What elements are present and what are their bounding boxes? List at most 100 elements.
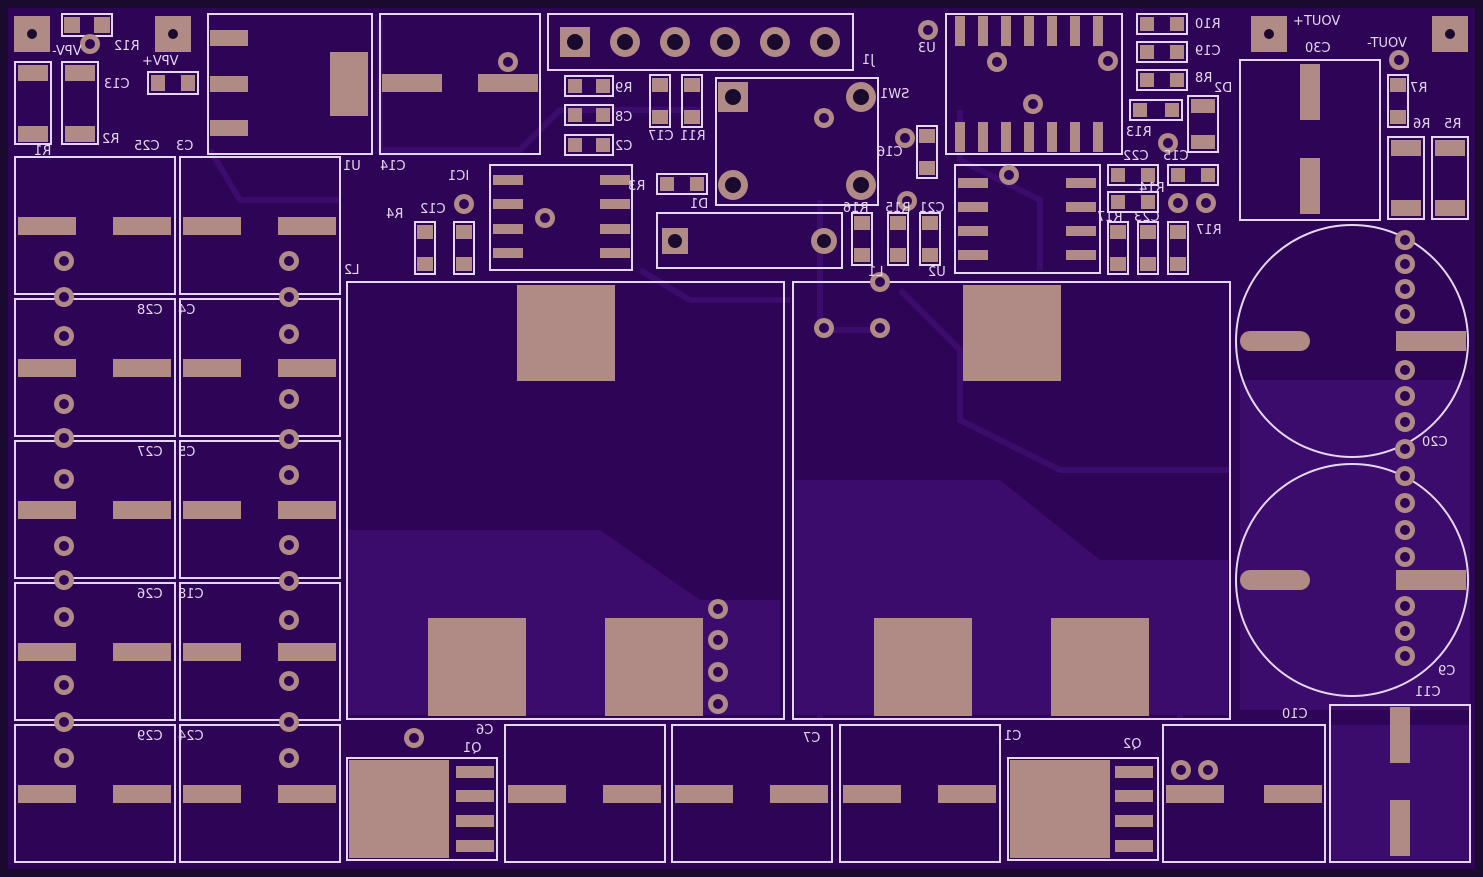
via-hole bbox=[992, 57, 1002, 67]
via-hole bbox=[1400, 417, 1410, 427]
via-hole bbox=[284, 329, 294, 339]
label-c13: C13 bbox=[104, 77, 130, 92]
via-hole bbox=[409, 733, 419, 743]
label-c1: C1 bbox=[1004, 729, 1021, 744]
label-r4: R4 bbox=[386, 207, 403, 222]
label-r17: R17 bbox=[1196, 223, 1222, 238]
via-hole bbox=[503, 57, 513, 67]
via-hole bbox=[1400, 626, 1410, 636]
label-c21: C21 bbox=[919, 201, 945, 216]
via-hole bbox=[284, 434, 294, 444]
via-hole bbox=[540, 213, 550, 223]
via-hole bbox=[1400, 365, 1410, 375]
silkscreen-labels: VPV- VPV+ R12 C13 R1 R2 C25 C3 U1 C14 IC… bbox=[34, 14, 1461, 756]
label-c12: C12 bbox=[420, 202, 446, 217]
label-c22: C22 bbox=[1123, 149, 1149, 164]
label-vpv-minus: VPV- bbox=[52, 44, 82, 59]
via-hole bbox=[284, 394, 294, 404]
label-r3: R3 bbox=[628, 179, 645, 194]
label-c19: C19 bbox=[1195, 44, 1221, 59]
via-hole bbox=[85, 39, 95, 49]
label-c4: C4 bbox=[178, 303, 195, 318]
via-hole bbox=[284, 576, 294, 586]
label-vout-minus: VOUT- bbox=[1367, 36, 1407, 51]
via-hole bbox=[875, 323, 885, 333]
silkscreen-outlines bbox=[14, 13, 1471, 863]
label-sw1: SW1 bbox=[880, 87, 909, 102]
label-r8: R8 bbox=[1195, 71, 1212, 86]
via-hole bbox=[284, 676, 294, 686]
via-hole bbox=[284, 292, 294, 302]
via-hole bbox=[713, 667, 723, 677]
via-hole bbox=[1400, 498, 1410, 508]
via-hole bbox=[59, 433, 69, 443]
label-r10: R10 bbox=[1195, 17, 1221, 32]
label-c9: C9 bbox=[1438, 664, 1455, 679]
label-c20: C20 bbox=[1422, 435, 1448, 450]
label-r7: R7 bbox=[1410, 81, 1427, 96]
through-hole-pads bbox=[27, 27, 1455, 254]
via-hole bbox=[59, 331, 69, 341]
label-r14: R14 bbox=[1139, 181, 1165, 196]
label-l2: L2 bbox=[344, 263, 360, 278]
via-hole bbox=[1203, 765, 1213, 775]
via-hole bbox=[284, 753, 294, 763]
label-c23: C23 bbox=[1134, 210, 1160, 225]
label-r16: R16 bbox=[843, 201, 869, 216]
via-hole bbox=[59, 541, 69, 551]
label-c16: C16 bbox=[877, 145, 903, 160]
via-hole bbox=[459, 199, 469, 209]
label-r9: R9 bbox=[615, 81, 632, 96]
via-hole bbox=[1400, 235, 1410, 245]
via-hole bbox=[1176, 765, 1186, 775]
via-hole bbox=[1400, 601, 1410, 611]
label-c29: C29 bbox=[137, 729, 163, 744]
via-hole bbox=[1201, 198, 1211, 208]
label-r2: R2 bbox=[102, 132, 119, 147]
label-c15: C15 bbox=[1163, 149, 1189, 164]
label-u3: U3 bbox=[918, 41, 936, 56]
via-hole bbox=[284, 615, 294, 625]
label-r6: R6 bbox=[1413, 117, 1430, 132]
via-hole bbox=[902, 196, 912, 206]
label-c8-top: C8 bbox=[615, 110, 632, 125]
via-hole bbox=[713, 604, 723, 614]
label-j1: J1 bbox=[862, 53, 875, 68]
label-c7: C7 bbox=[803, 731, 820, 746]
via-hole bbox=[59, 292, 69, 302]
via-hole bbox=[1400, 471, 1410, 481]
via-hole bbox=[713, 699, 723, 709]
vias bbox=[54, 20, 1415, 780]
via-hole bbox=[284, 470, 294, 480]
via-hole bbox=[1400, 651, 1410, 661]
label-ic1: IC1 bbox=[448, 169, 469, 184]
label-u2: U2 bbox=[928, 265, 946, 280]
via-hole bbox=[1004, 170, 1014, 180]
via-hole bbox=[1103, 56, 1113, 66]
via-hole bbox=[59, 575, 69, 585]
via-hole bbox=[59, 474, 69, 484]
label-c27: C27 bbox=[137, 445, 163, 460]
label-d1: D1 bbox=[690, 197, 708, 212]
label-c25: C25 bbox=[134, 139, 160, 154]
label-c28: C28 bbox=[137, 303, 163, 318]
label-c5: C5 bbox=[178, 445, 195, 460]
via-hole bbox=[59, 612, 69, 622]
label-c2: C2 bbox=[615, 139, 632, 154]
label-c26: C26 bbox=[137, 587, 163, 602]
via-hole bbox=[284, 540, 294, 550]
label-vpv-plus: VPV+ bbox=[142, 54, 179, 69]
via-hole bbox=[284, 717, 294, 727]
label-c11: C11 bbox=[1415, 685, 1441, 700]
via-hole bbox=[1028, 99, 1038, 109]
via-hole bbox=[1173, 198, 1183, 208]
label-u1: U1 bbox=[343, 159, 361, 174]
label-r17-left: R17 bbox=[1097, 210, 1123, 225]
via-hole bbox=[1163, 138, 1173, 148]
label-q1: Q1 bbox=[463, 741, 482, 756]
via-hole bbox=[1400, 309, 1410, 319]
label-l1: L1 bbox=[868, 265, 884, 280]
via-hole bbox=[1400, 391, 1410, 401]
label-r13: R13 bbox=[1126, 125, 1152, 140]
label-d2: D2 bbox=[1214, 81, 1232, 96]
